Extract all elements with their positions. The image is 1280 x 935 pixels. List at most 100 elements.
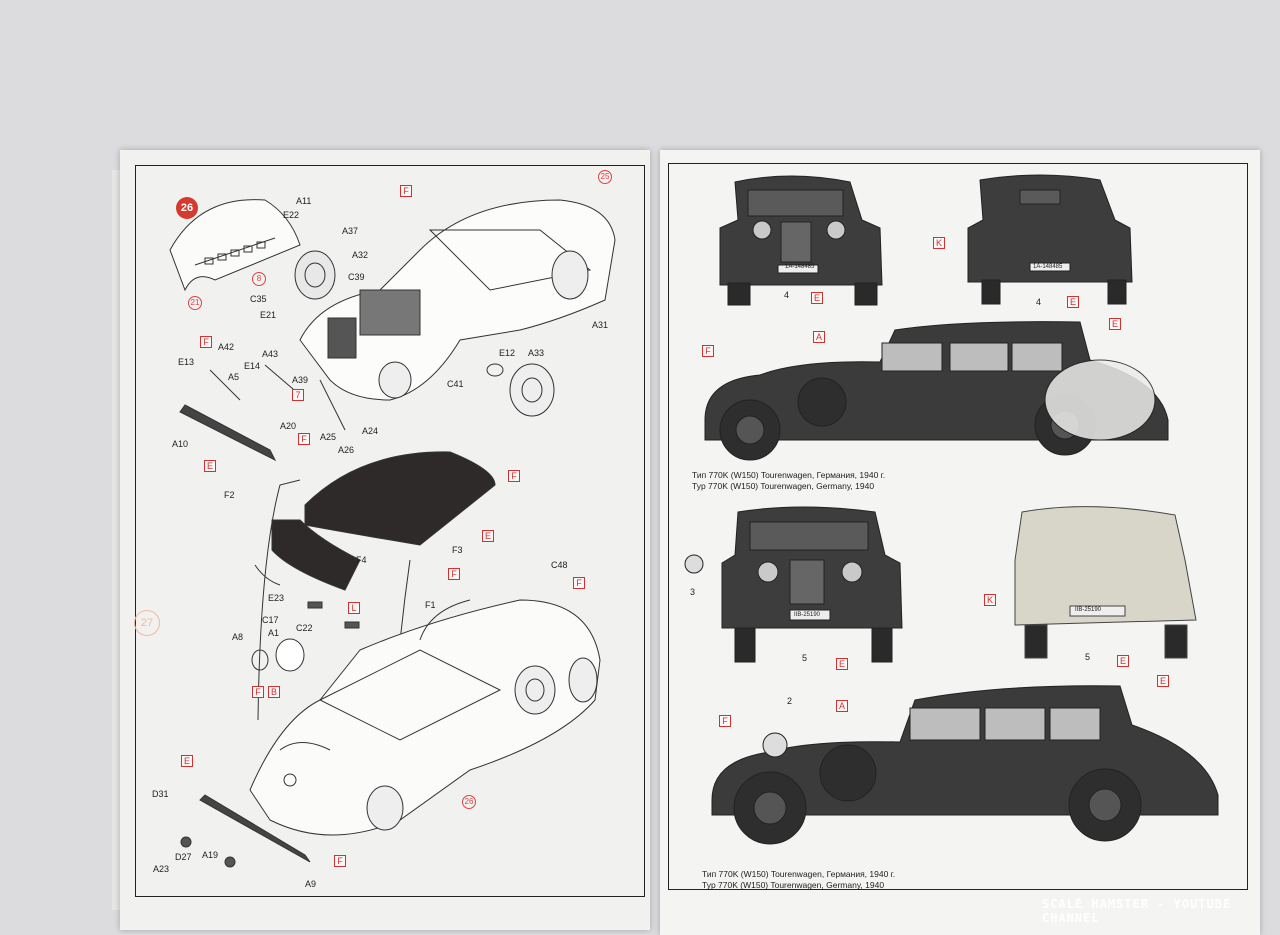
- caption-bottom-line1: Тип 770K (W150) Tourenwagen, Германия, 1…: [702, 869, 896, 879]
- color-code-box: E: [1157, 675, 1169, 687]
- front-view-car-bottom: [684, 506, 903, 663]
- part-label: E23: [268, 593, 285, 603]
- part-label: F4: [356, 555, 367, 565]
- caption-top: Тип 770K (W150) Tourenwagen, Германия, 1…: [692, 470, 885, 492]
- caption-top-line1: Тип 770K (W150) Tourenwagen, Германия, 1…: [692, 470, 886, 480]
- hood-part-drawing: [169, 199, 301, 292]
- side-view-car-top: [704, 321, 1169, 461]
- paint-ref: 25: [598, 170, 612, 184]
- color-code-box: E: [204, 460, 216, 472]
- color-code-box: A: [836, 700, 848, 712]
- color-code-box: 7: [292, 389, 304, 401]
- license-plate: IIB-25190: [1075, 607, 1102, 613]
- part-label: E12: [499, 348, 516, 358]
- plate-ref: 5: [1085, 652, 1091, 662]
- part-label: A23: [153, 864, 170, 874]
- part-label: E13: [178, 357, 195, 367]
- license-plate: IIB-25190: [794, 612, 821, 618]
- part-label: A8: [232, 632, 244, 642]
- plate-ref: 5: [802, 653, 808, 663]
- paint-ref: 26: [462, 795, 476, 809]
- part-label: A33: [528, 348, 545, 358]
- part-label: A43: [262, 349, 279, 359]
- channel-watermark: SCALE HAMSTER - YOUTUBE CHANNEL: [1042, 897, 1232, 925]
- plate-ref: 4: [1036, 297, 1042, 307]
- next-step-badge: 27: [134, 610, 160, 636]
- rear-view-car-top: [967, 174, 1133, 305]
- license-plate: 1A-148485: [785, 264, 815, 270]
- sheet-edge: [112, 170, 122, 910]
- color-code-box: E: [1117, 655, 1129, 667]
- color-code-box: F: [298, 433, 310, 445]
- part-label: A9: [305, 879, 317, 889]
- part-label: F3: [452, 545, 463, 555]
- part-label: A31: [592, 320, 609, 330]
- license-plate: 1A-148485: [1033, 264, 1063, 270]
- part-label: A32: [352, 250, 369, 260]
- part-label: E22: [283, 210, 300, 220]
- part-label: C48: [551, 560, 568, 570]
- left-page-border: [135, 165, 645, 897]
- plate-ref: 3: [690, 587, 696, 597]
- side-view-car-bottom: [711, 685, 1219, 845]
- part-label: A42: [218, 342, 235, 352]
- rear-view-car-bottom: [1014, 506, 1197, 659]
- part-label: C39: [348, 272, 365, 282]
- color-code-box: E: [181, 755, 193, 767]
- caption-bottom-line2: Typ 770K (W150) Tourenwagen, Germany, 19…: [702, 880, 885, 890]
- color-code-box: F: [448, 568, 460, 580]
- caption-top-line2: Typ 770K (W150) Tourenwagen, Germany, 19…: [692, 481, 875, 491]
- plate-ref: 2: [787, 696, 793, 706]
- closed-car-rear-drawing: [180, 599, 601, 868]
- part-label: A10: [172, 439, 189, 449]
- part-label: A20: [280, 421, 297, 431]
- color-code-box: F: [400, 185, 412, 197]
- open-car-drawing-top: [179, 199, 616, 462]
- caption-bottom: Тип 770K (W150) Tourenwagen, Германия, 1…: [702, 869, 895, 891]
- part-label: C41: [447, 379, 464, 389]
- color-code-box: F: [200, 336, 212, 348]
- color-code-box: F: [719, 715, 731, 727]
- right-page-border: [668, 163, 1248, 890]
- part-label: C17: [262, 615, 279, 625]
- part-label: A26: [338, 445, 355, 455]
- part-label: A11: [296, 196, 312, 206]
- color-code-box: E: [1109, 318, 1121, 330]
- part-label: E21: [260, 310, 277, 320]
- color-code-box: F: [573, 577, 585, 589]
- part-label: A39: [292, 375, 309, 385]
- part-label: D27: [175, 852, 192, 862]
- color-code-box: K: [933, 237, 945, 249]
- color-code-box: E: [482, 530, 494, 542]
- part-label: F1: [425, 600, 436, 610]
- soft-top-drawing: [254, 451, 496, 721]
- color-code-box: A: [813, 331, 825, 343]
- color-code-box: L: [348, 602, 360, 614]
- part-label: F2: [224, 490, 235, 500]
- part-label: A37: [342, 226, 359, 236]
- color-code-box: F: [252, 686, 264, 698]
- step-number-badge: 26: [176, 197, 198, 219]
- part-label: C22: [296, 623, 313, 633]
- paint-ref: 21: [188, 296, 202, 310]
- part-label: A24: [362, 426, 379, 436]
- color-code-box: F: [334, 855, 346, 867]
- paint-ref: 8: [252, 272, 266, 286]
- color-code-box: E: [811, 292, 823, 304]
- part-label: C35: [250, 294, 267, 304]
- part-label: A5: [228, 372, 240, 382]
- part-label: A25: [320, 432, 337, 442]
- color-code-box: B: [268, 686, 280, 698]
- part-label: D31: [152, 789, 169, 799]
- front-view-car-top: [719, 175, 883, 306]
- color-code-box: E: [1067, 296, 1079, 308]
- color-code-box: K: [984, 594, 996, 606]
- plate-ref: 4: [784, 290, 790, 300]
- color-code-box: F: [702, 345, 714, 357]
- part-label: A19: [202, 850, 219, 860]
- part-label: E14: [244, 361, 261, 371]
- part-label: A1: [268, 628, 280, 638]
- color-code-box: F: [508, 470, 520, 482]
- color-code-box: E: [836, 658, 848, 670]
